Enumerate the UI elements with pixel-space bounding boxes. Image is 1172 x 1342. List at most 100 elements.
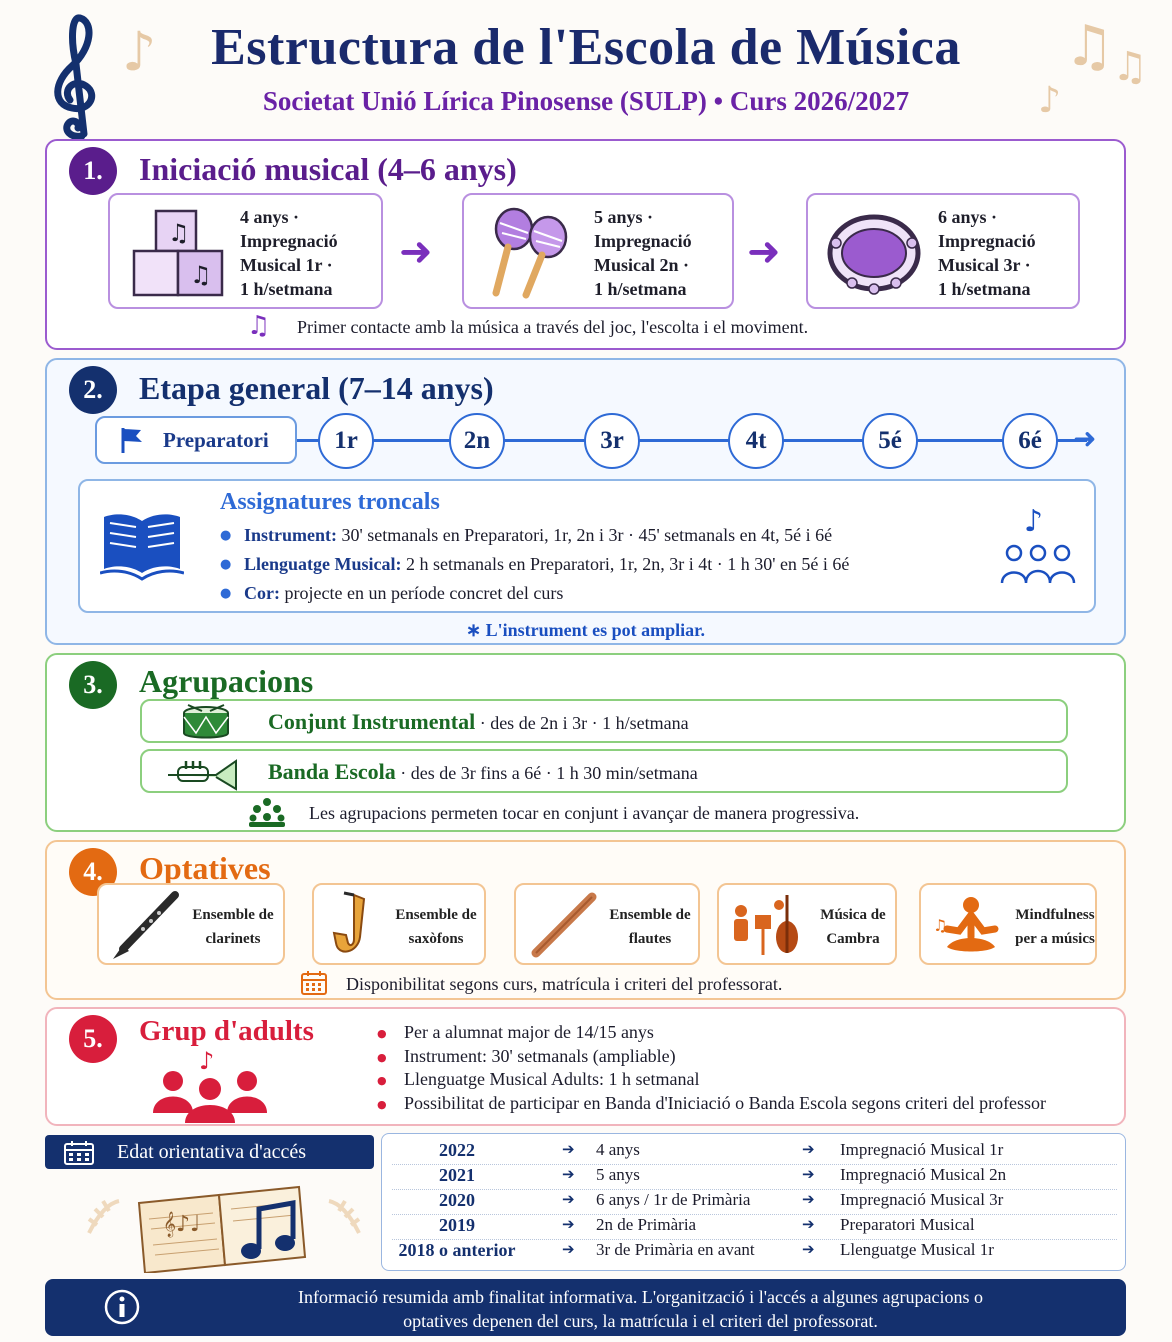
troncals-title: Assignatures troncals	[220, 489, 440, 515]
section-title: Etapa general (7–14 anys)	[139, 370, 494, 406]
svg-text:♫: ♫	[190, 261, 212, 289]
svg-text:𝄞♪♩: 𝄞♪♩	[163, 1211, 200, 1237]
section-note: ∗ L'instrument es pot ampliar.	[466, 620, 705, 640]
group-people-icon	[249, 798, 285, 827]
info-icon	[104, 1289, 140, 1325]
section-iniciacio: 1. Iniciació musical (4–6 anys) ♫ ♫ 4 an…	[45, 139, 1126, 350]
access-age-section: Edat orientativa d'accés 𝄞♪♩ 2022➔4 anys…	[45, 1133, 1126, 1273]
section-title: Grup d'adults	[139, 1015, 314, 1047]
music-note-icon: ♪	[1038, 80, 1061, 121]
level-circle: 1r	[318, 413, 374, 469]
section-number: 2.	[69, 366, 117, 414]
maracas-icon	[492, 207, 568, 299]
list-item: Instrument: 30' setmanals en Preparatori…	[220, 521, 849, 550]
svg-text:♫: ♫	[933, 916, 947, 935]
group-card: Banda Escola · des de 3r fins a 6é · 1 h…	[140, 749, 1068, 793]
footer-text: Informació resumida amb finalitat inform…	[298, 1287, 983, 1331]
page-title: Estructura de l'Escola de Música	[211, 19, 961, 76]
group-text: Banda Escola · des de 3r fins a 6é · 1 h…	[268, 759, 698, 784]
choir-group-icon: ♪	[1000, 504, 1076, 584]
section-number: 5.	[69, 1015, 117, 1063]
list-item: Llenguatge Musical Adults: 1 h setmanal	[377, 1068, 1046, 1092]
svg-text:♪: ♪	[199, 1051, 214, 1075]
arrow-right-icon: ➜	[399, 229, 433, 275]
section-note: ♫ Primer contacte amb la música a través…	[247, 311, 809, 341]
page-subtitle: Societat Unió Lírica Pinosense (SULP) • …	[262, 86, 910, 116]
drum-icon	[183, 704, 229, 739]
trumpet-icon	[168, 759, 237, 791]
level-circle: 6é	[1002, 413, 1058, 469]
info-footer: Informació resumida amb finalitat inform…	[45, 1279, 1126, 1336]
music-note-icon: ♫	[1064, 14, 1115, 79]
access-age-table: 2022➔4 anys➔Impregnació Musical 1r 2021➔…	[381, 1133, 1126, 1271]
section-number: 3.	[69, 661, 117, 709]
music-note-icon: ♫	[247, 311, 271, 341]
troncals-list: Instrument: 30' setmanals en Preparatori…	[220, 521, 849, 608]
calendar-icon	[64, 1141, 94, 1165]
music-book-icon: 𝄞♪♩	[87, 1185, 361, 1273]
section-etapa-general: 2. Etapa general (7–14 anys) ➜ Preparato…	[45, 358, 1126, 645]
section-title: Optatives	[139, 850, 271, 886]
list-item: Llenguatge Musical: 2 h setmanals en Pre…	[220, 550, 849, 579]
section-note: Disponibilitat segons curs, matrícula i …	[300, 971, 782, 995]
saxophone-icon	[332, 891, 366, 953]
open-book-icon	[100, 514, 184, 581]
table-row: 2018 o anterior➔3r de Primària en avant➔…	[398, 1240, 994, 1260]
music-blocks-icon: ♫ ♫	[132, 209, 224, 297]
access-age-header: Edat orientativa d'accés	[45, 1135, 374, 1169]
flute-icon	[531, 892, 597, 958]
section-grup-adults: 5. Grup d'adults ♪ Per a alumnat major d…	[45, 1007, 1126, 1126]
adults-list: Per a alumnat major de 14/15 anys Instru…	[377, 1021, 1046, 1116]
flag-icon	[121, 428, 142, 453]
level-circle: 5é	[862, 413, 918, 469]
section-agrupacions: 3. Agrupacions Conjunt Instrumental · de…	[45, 653, 1126, 832]
list-item: Instrument: 30' setmanals (ampliable)	[377, 1045, 1046, 1068]
adults-group-icon: ♪	[153, 1051, 267, 1123]
music-note-icon: ♫	[1112, 44, 1148, 90]
group-card: Conjunt Instrumental · des de 2n i 3r · …	[140, 699, 1068, 743]
svg-text:♫: ♫	[168, 219, 190, 247]
level-circle: 4t	[728, 413, 784, 469]
table-row: 2020➔6 anys / 1r de Primària➔Impregnació…	[382, 1190, 1127, 1215]
list-item: Per a alumnat major de 14/15 anys	[377, 1021, 1046, 1045]
section-number: 1.	[69, 147, 117, 195]
section-title: Agrupacions	[139, 663, 314, 699]
table-row: 2019➔2n de Primària➔Preparatori Musical	[382, 1215, 1127, 1240]
timeline-line	[297, 439, 1087, 442]
table-row: 2022➔4 anys➔Impregnació Musical 1r	[382, 1140, 1127, 1165]
list-item: Possibilitat de participar en Banda d'In…	[377, 1092, 1046, 1115]
calendar-icon	[301, 971, 327, 995]
treble-clef-icon	[54, 14, 96, 140]
clarinet-icon	[113, 891, 179, 959]
section-note: Les agrupacions permeten tocar en conjun…	[247, 798, 859, 827]
meditation-icon: ♫	[933, 897, 999, 952]
level-circle: 3r	[584, 413, 640, 469]
level-circle: 2n	[449, 413, 505, 469]
group-text: Conjunt Instrumental · des de 2n i 3r · …	[268, 709, 689, 734]
music-note-icon: ♪	[122, 20, 157, 83]
preparatori-box: Preparatori	[95, 416, 297, 464]
svg-text:♪: ♪	[1024, 504, 1043, 539]
troncals-box: Assignatures troncals Instrument: 30' se…	[78, 479, 1096, 613]
chamber-music-icon	[734, 895, 798, 955]
table-row: 2021➔5 anys➔Impregnació Musical 2n	[382, 1165, 1127, 1190]
section-title: Iniciació musical (4–6 anys)	[139, 151, 517, 187]
